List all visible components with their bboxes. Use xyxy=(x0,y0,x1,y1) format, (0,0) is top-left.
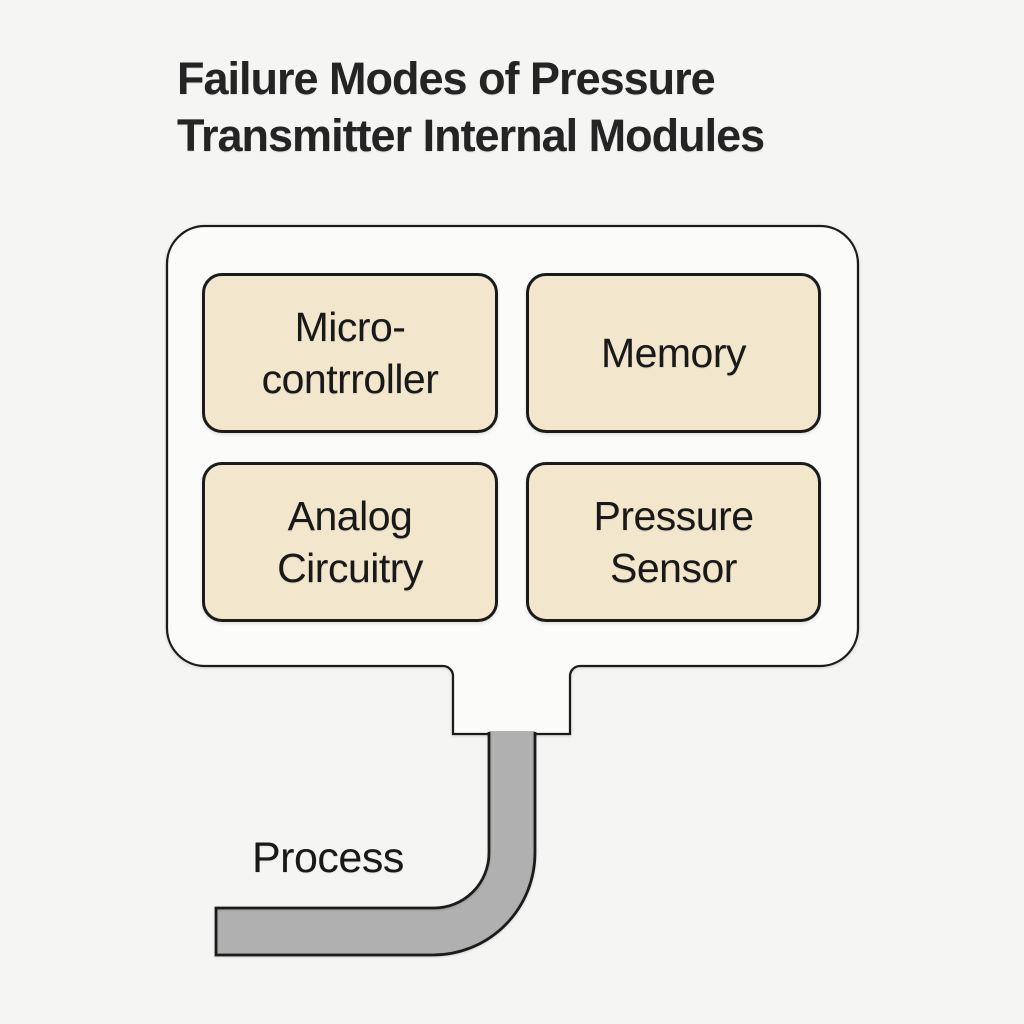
process-label: Process xyxy=(252,834,404,882)
module-label-line: Pressure xyxy=(593,493,754,539)
module-label-line: Micro- xyxy=(294,304,406,350)
module-label-line: Circuitry xyxy=(277,545,423,591)
module-box-pressure-sensor: Pressure Sensor xyxy=(526,462,821,622)
module-label-line: Sensor xyxy=(610,545,737,591)
page-title: Failure Modes of Pressure Transmitter In… xyxy=(177,50,765,164)
module-label-pressure-sensor: Pressure Sensor xyxy=(593,490,754,594)
process-pipe xyxy=(216,731,535,955)
process-pipe-outline xyxy=(214,732,537,957)
module-label-microcontroller: Micro- contrroller xyxy=(262,301,439,405)
module-label-analog-circuitry: Analog Circuitry xyxy=(277,490,423,594)
module-box-analog-circuitry: Analog Circuitry xyxy=(202,462,498,622)
module-label-line: Analog xyxy=(287,493,413,539)
page-title-line-1: Failure Modes of Pressure xyxy=(177,53,716,104)
module-box-microcontroller: Micro- contrroller xyxy=(202,273,498,433)
module-label-line: Memory xyxy=(600,330,747,376)
page-title-line-2: Transmitter Internal Modules xyxy=(177,110,765,161)
module-label-line: contrroller xyxy=(261,356,439,402)
module-box-memory: Memory xyxy=(526,273,821,433)
module-label-memory: Memory xyxy=(600,327,747,379)
